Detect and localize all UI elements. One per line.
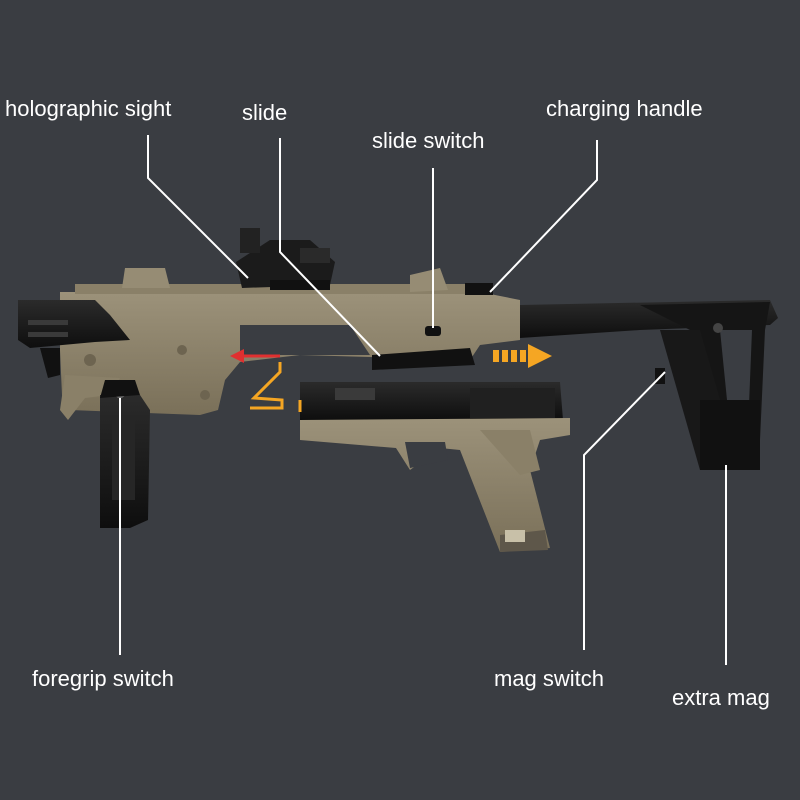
leader-mag-switch [583,371,666,650]
pistol [300,382,570,552]
foregrip [100,380,150,528]
leader-charging-handle [489,140,598,293]
holographic-sight-part [236,228,335,290]
assembly-arrows [230,344,552,412]
label-foregrip-switch: foregrip switch [32,666,174,691]
label-slide: slide [242,100,288,125]
label-slide-switch: slide switch [372,128,485,153]
slide-part [372,348,475,370]
stock [520,300,778,470]
label-extra-mag: extra mag [672,685,770,710]
muzzle [18,300,130,378]
charging-handle-part [465,283,493,295]
slide-switch-part [425,326,441,336]
leader-lines [119,135,727,665]
label-charging-handle: charging handle [546,96,703,121]
leader-slide [279,138,381,357]
leader-holographic-sight [147,135,249,279]
label-mag-switch: mag switch [494,666,605,691]
carbine-body [60,268,520,420]
label-holographic-sight: holographic sight [5,96,172,121]
